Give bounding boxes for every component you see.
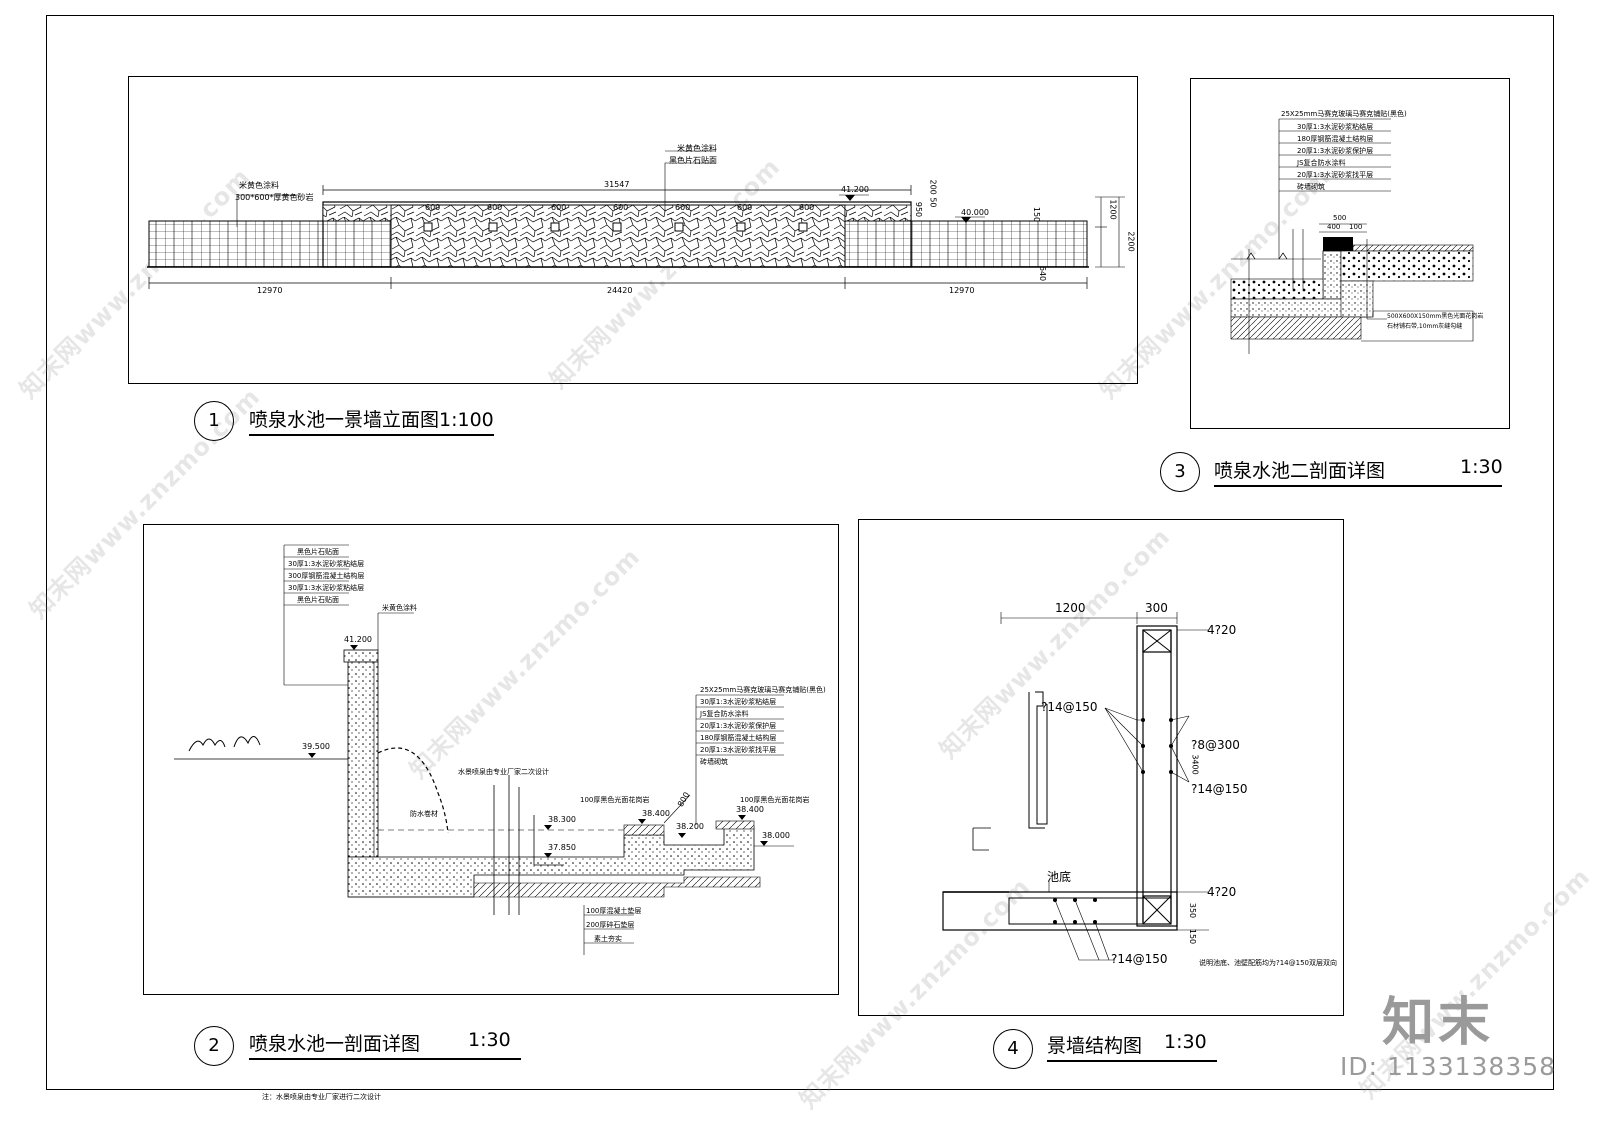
dim-seg-left: 12970 <box>257 286 283 295</box>
layer-label: 25X25mm马赛克玻璃马赛克铺贴(黑色) <box>1281 110 1407 118</box>
layer-label: 30厚1:3水泥砂浆粘结层 <box>288 584 365 592</box>
rebar-mid: ?8@300 <box>1191 738 1240 752</box>
rebar-left: ?14@150 <box>1041 700 1098 714</box>
drawing-4-panel: 1200 300 4?20 ?14@150 ?8@300 ?14@150 340… <box>858 519 1344 1016</box>
drawing-2-title: 喷泉水池一剖面详图 <box>249 1029 521 1060</box>
dim-1200: 1200 <box>1108 199 1118 220</box>
nozzle-spacing: 600 <box>799 203 815 212</box>
drawing-border <box>46 15 1554 1090</box>
dim-3400: 3400 <box>1190 754 1200 775</box>
nozzle-spacing: 600 <box>737 203 753 212</box>
label-paint-left: 米黄色涂料 <box>239 181 279 190</box>
level-38300: 38.300 <box>548 815 576 824</box>
dim-total-width: 31547 <box>604 180 630 189</box>
granite-right: 100厚黑色光面花岗岩 <box>740 796 810 804</box>
drawing-3-title: 喷泉水池二剖面详图 <box>1214 456 1502 487</box>
drawing-4-number: 4 <box>993 1029 1033 1069</box>
drawing-2-scale: 1:30 <box>468 1029 511 1051</box>
paint-label: 米黄色涂料 <box>382 604 417 612</box>
level-right: 40.000 <box>961 208 989 217</box>
level-37850: 37.850 <box>548 843 576 852</box>
pool-bottom-label: 池底 <box>1047 870 1072 884</box>
nozzle-spacing: 600 <box>551 203 567 212</box>
drawing-2-panel: 黑色片石贴面 30厚1:3水泥砂浆粘结层 300厚钢筋混凝土结构层 30厚1:3… <box>143 524 839 995</box>
layer-label: JS复合防水涂料 <box>1297 159 1346 167</box>
layer-label: 20厚1:3水泥砂浆找平层 <box>700 746 777 754</box>
dim-150: 150 <box>1188 928 1198 945</box>
rebar-bottom: ?14@150 <box>1111 952 1168 966</box>
dim-150: 150 <box>1032 206 1042 223</box>
dim-1200: 1200 <box>1055 601 1086 615</box>
layer-label: 20厚1:3水泥砂浆找平层 <box>1297 171 1374 179</box>
paving-note: 500X600X150mm黑色光面花岗岩 <box>1387 313 1484 320</box>
dim-2200: 2200 <box>1126 231 1136 252</box>
drawing-3-scale: 1:30 <box>1460 456 1503 478</box>
layer-label: 100厚混凝土垫层 <box>586 907 642 915</box>
drawing-4-scale: 1:30 <box>1164 1031 1207 1053</box>
drawing-4-structure <box>942 612 1209 961</box>
label-granite: 300*600*厚黄色砂岩 <box>235 193 314 202</box>
drawing-3-number: 3 <box>1160 452 1200 492</box>
drawing-2-section <box>174 544 794 955</box>
layer-label: 砖墙砌筑 <box>1297 183 1325 191</box>
layer-label: 180厚钢筋混凝土结构层 <box>700 734 777 742</box>
nozzle-spacing: 600 <box>675 203 691 212</box>
nozzle-spacing: 600 <box>487 203 503 212</box>
dim-300: 300 <box>1145 601 1168 615</box>
watermark-logo: 知末 <box>1382 993 1495 1053</box>
layer-label: 素土夯实 <box>594 935 622 943</box>
drawing-3-section <box>1230 118 1474 354</box>
dim-350: 350 <box>1188 902 1198 919</box>
layer-label: 20厚1:3水泥砂浆保护层 <box>700 722 777 730</box>
layer-label: 砖墙砌筑 <box>700 758 728 766</box>
level-38400: 38.400 <box>642 809 670 818</box>
label-stone-top: 黑色片石贴面 <box>669 156 717 165</box>
layer-label: 黑色片石贴面 <box>297 548 339 556</box>
dim-950: 950 <box>914 201 924 218</box>
drawing-4-title: 景墙结构图 <box>1047 1031 1217 1062</box>
layer-label: 30厚1:3水泥砂浆粘结层 <box>288 560 365 568</box>
layer-label: 300厚钢筋混凝土结构层 <box>288 572 365 580</box>
dim-seg-right: 12970 <box>949 286 975 295</box>
rebar-right: ?14@150 <box>1191 782 1248 796</box>
dim-seg-mid: 24420 <box>607 286 633 295</box>
level-41200: 41.200 <box>344 635 372 644</box>
dim-100: 100 <box>1349 223 1363 231</box>
drawing-3-panel: 25X25mm马赛克玻璃马赛克铺贴(黑色) 30厚1:3水泥砂浆粘结层 180厚… <box>1190 78 1510 429</box>
layer-label: 30厚1:3水泥砂浆粘结层 <box>1297 123 1374 131</box>
level-39500: 39.500 <box>302 742 330 751</box>
rebar-top: 4?20 <box>1207 623 1237 637</box>
nozzle-spacing: 600 <box>425 203 441 212</box>
layer-label: 30厚1:3水泥砂浆粘结层 <box>700 698 777 706</box>
dim-200-50: 200 50 <box>928 179 938 208</box>
drawing-2-number: 2 <box>194 1026 234 1066</box>
level-top: 41.200 <box>841 185 869 194</box>
nozzle-note: 水景喷泉由专业厂家二次设计 <box>458 768 549 776</box>
dim-640: 640 <box>1038 265 1048 282</box>
watermark-id: ID: 1133138358 <box>1340 1052 1557 1081</box>
level-38000: 38.000 <box>762 831 790 840</box>
level-38200: 38.200 <box>676 822 704 831</box>
footnote: 注：水景喷泉由专业厂家进行二次设计 <box>262 1093 381 1101</box>
layer-label: JS复合防水涂料 <box>700 710 749 718</box>
waterproof-label: 防水卷材 <box>410 810 438 818</box>
label-paint-top: 米黄色涂料 <box>677 144 717 153</box>
paving-note-2: 石材铺石带,10mm灰缝勾缝 <box>1387 323 1463 330</box>
dim-500: 500 <box>1333 214 1347 222</box>
nozzle-spacing: 600 <box>613 203 629 212</box>
rebar-bottom-right: 4?20 <box>1207 885 1237 899</box>
drawing-1-title: 喷泉水池一景墙立面图1:100 <box>249 405 494 436</box>
granite-left: 100厚黑色光面花岗岩 <box>580 796 650 804</box>
layer-label: 180厚钢筋混凝土结构层 <box>1297 135 1374 143</box>
dim-400: 400 <box>1327 223 1341 231</box>
drawing-1-elevation <box>147 150 1125 289</box>
layer-label: 黑色片石贴面 <box>297 596 339 604</box>
layer-label: 25X25mm马赛克玻璃马赛克铺贴(黑色) <box>700 686 826 694</box>
drawing-1-panel: 米黄色涂料 300*600*厚黄色砂岩 米黄色涂料 黑色片石贴面 31547 4… <box>128 76 1138 384</box>
level-38400-b: 38.400 <box>736 805 764 814</box>
drawing-1-number: 1 <box>194 401 234 441</box>
layer-label: 200厚碎石垫层 <box>586 921 635 929</box>
layer-label: 20厚1:3水泥砂浆保护层 <box>1297 147 1374 155</box>
rebar-note: 说明池底、池壁配筋均为?14@150双层双向 <box>1199 959 1337 967</box>
